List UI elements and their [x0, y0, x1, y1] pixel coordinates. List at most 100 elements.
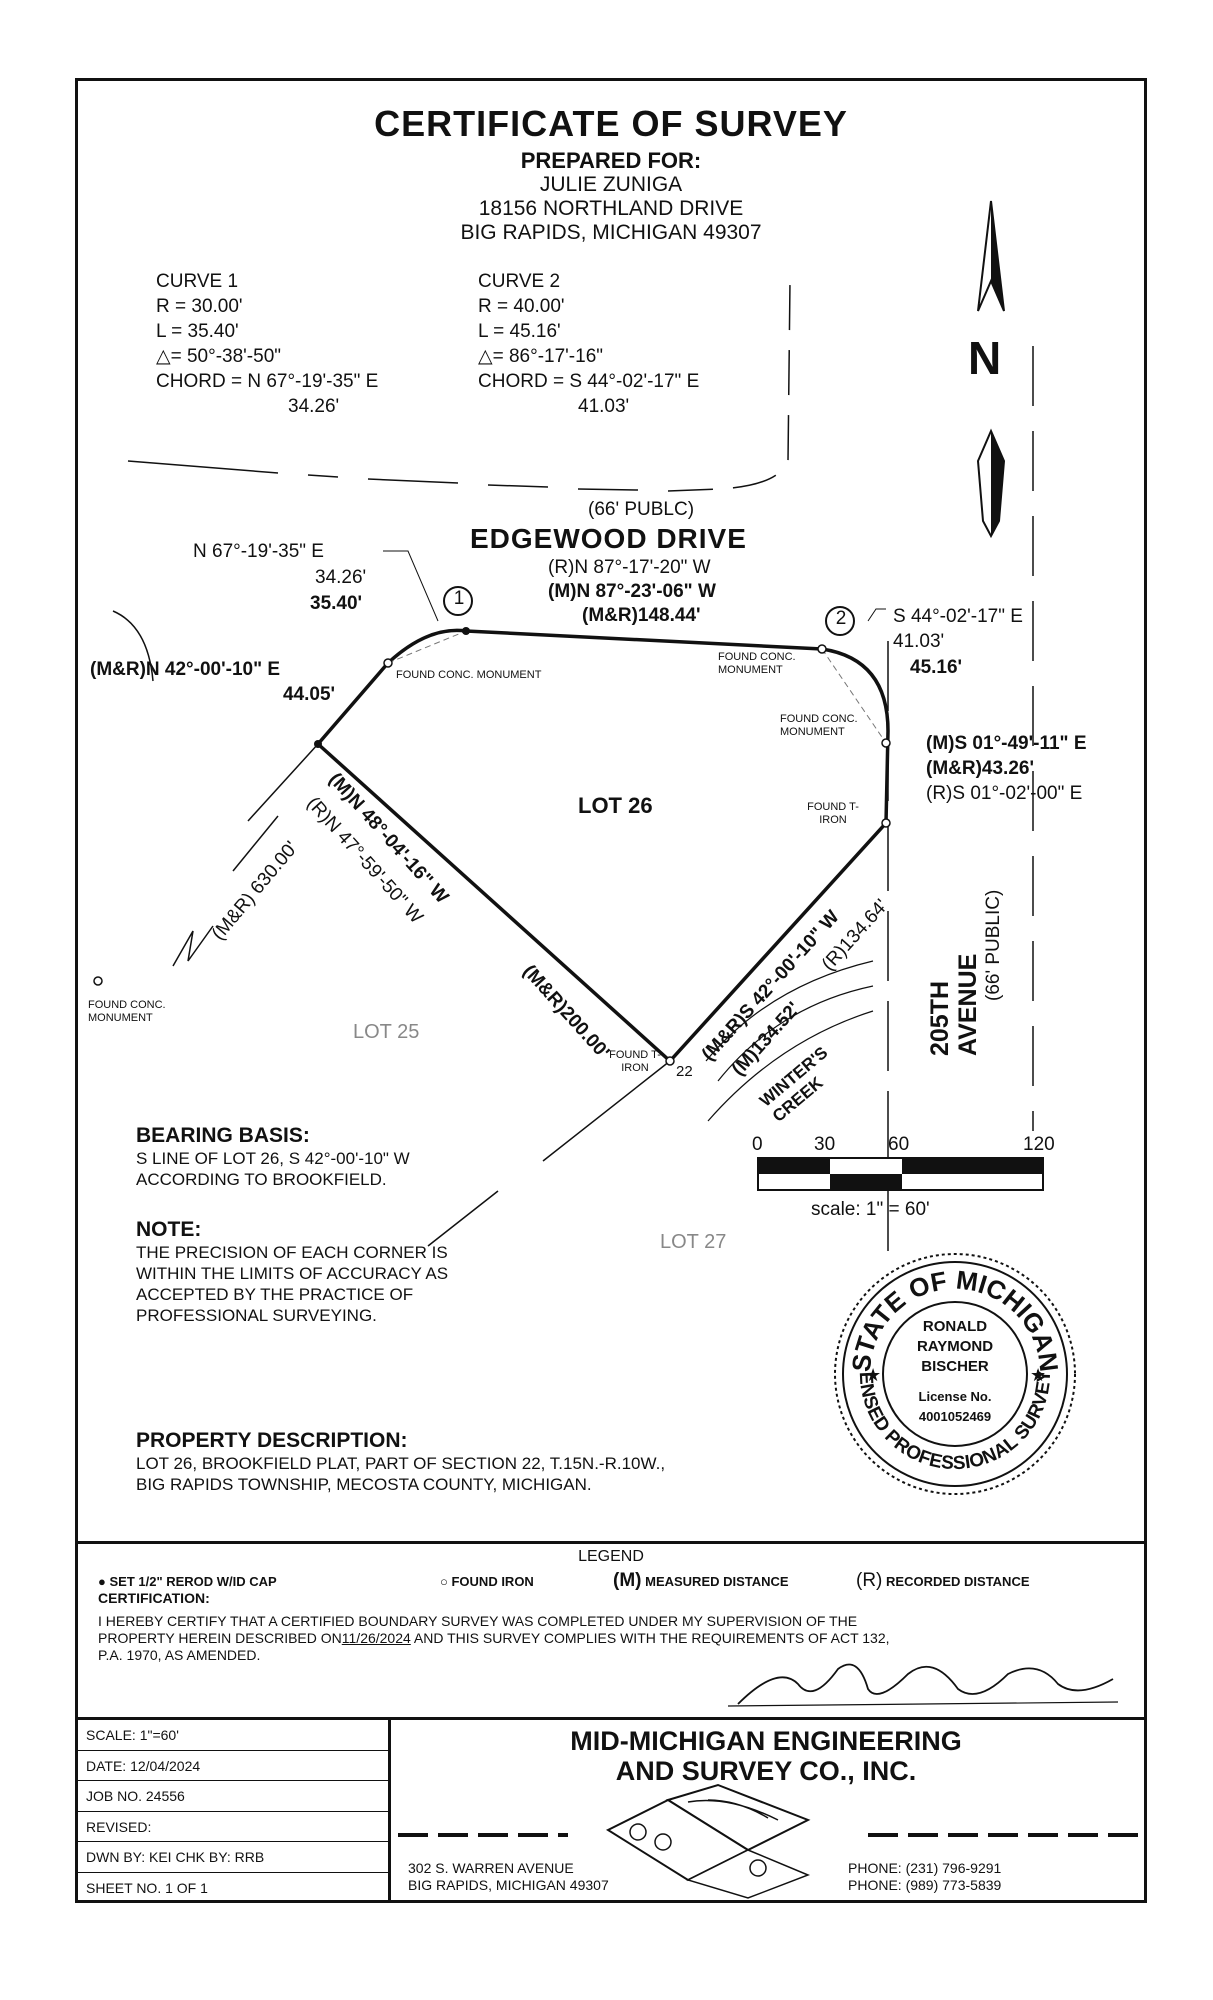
tb-revised: REVISED: — [78, 1812, 388, 1842]
client-address1: 18156 NORTHLAND DRIVE — [478, 197, 744, 220]
set-rod-icon: ● — [98, 1574, 106, 1589]
lot-25-line — [247, 743, 319, 822]
note: NOTE: THE PRECISION OF EACH CORNER IS WI… — [136, 1218, 448, 1326]
found-monument-label-2: FOUND CONC. MONUMENT — [718, 651, 796, 676]
curve1-delta: △= 50°-38'-50" — [156, 346, 282, 367]
cert-heading: CERTIFICATION: — [98, 1590, 210, 1606]
seal-center: RONALD RAYMOND BISCHER License No. 40010… — [885, 1317, 1025, 1427]
c2-chord-label: S 44°-02'-17" E — [893, 606, 1023, 627]
lot-25-label: LOT 25 — [353, 1021, 420, 1043]
curve1-chord: CHORD = N 67°-19'-35" E — [156, 371, 379, 392]
firm-logo — [398, 1783, 1138, 1899]
cert-line3: P.A. 1970, AS AMENDED. — [98, 1647, 261, 1663]
firm-address2: BIG RAPIDS, MICHIGAN 49307 — [408, 1877, 609, 1893]
plat-drawing — [93, 200, 1044, 1261]
legend-heading: LEGEND — [578, 1548, 644, 1565]
avenue-width: (66' PUBLIC) — [983, 889, 1004, 1001]
tb-job: JOB NO. 24556 — [78, 1781, 388, 1812]
c2-arc-length: 45.16' — [910, 657, 963, 678]
tb-drawn-checked: DWN BY: KEI CHK BY: RRB — [78, 1842, 388, 1873]
seal-license-label: License No. — [918, 1389, 992, 1404]
firm-line2: AND SURVEY CO., INC. — [615, 1756, 917, 1786]
firm-phones: PHONE: (231) 796-9291 PHONE: (989) 773-5… — [848, 1860, 1001, 1894]
found-tiron-label-2: FOUND T-IRON — [609, 1049, 661, 1074]
title-block: SCALE: 1"=60' DATE: 12/04/2024 JOB NO. 2… — [78, 1717, 1144, 1903]
curve1-chord-length: 34.26' — [288, 396, 340, 417]
legend-measured: (M) MEASURED DISTANCE — [613, 1570, 789, 1592]
client-address2: BIG RAPIDS, MICHIGAN 49307 — [460, 221, 762, 244]
north-line-measured: (M)N 87°-23'-06" W — [548, 581, 716, 602]
found-monument-label-1: FOUND CONC. MONUMENT — [396, 669, 542, 681]
curve1-length: L = 35.40' — [156, 321, 239, 342]
north-line-distance: (M&R)148.44' — [582, 605, 701, 626]
cert-text: I HEREBY CERTIFY THAT A CERTIFIED BOUNDA… — [98, 1613, 890, 1664]
bearing-basis-heading: BEARING BASIS: — [136, 1124, 310, 1147]
curve2-radius: R = 40.00' — [478, 296, 565, 317]
dimension-630-line — [232, 815, 279, 872]
lot-27-line — [427, 1060, 671, 1247]
property-line1: LOT 26, BROOKFIELD PLAT, PART OF SECTION… — [136, 1454, 666, 1473]
lot-26-label: LOT 26 — [578, 793, 653, 818]
scale-tick-30: 30 — [814, 1134, 836, 1155]
legend-m-symbol: (M) — [613, 1570, 642, 1591]
legend-m-text: MEASURED DISTANCE — [645, 1574, 789, 1589]
note-line4: PROFESSIONAL SURVEYING. — [136, 1306, 377, 1325]
cert-date: 11/26/2024 — [341, 1630, 411, 1646]
cert-line2b: AND THIS SURVEY COMPLIES WITH THE REQUIR… — [413, 1630, 890, 1646]
curve-1-table: CURVE 1 R = 30.00' L = 35.40' △= 50°-38'… — [156, 269, 378, 419]
north-arrow-tail-fill — [991, 431, 1004, 536]
curve1-marker — [443, 586, 473, 616]
street-corner-line — [667, 280, 791, 492]
cert-line2: PROPERTY HEREIN DESCRIBED ON11/26/2024 A… — [98, 1630, 890, 1647]
east-line-measured: (M)S 01°-49'-11" E — [926, 733, 1087, 754]
property-line2: BIG RAPIDS TOWNSHIP, MECOSTA COUNTY, MIC… — [136, 1475, 592, 1494]
avenue-label: 205TH AVENUE — [926, 954, 982, 1056]
found-monument-point-4 — [93, 976, 103, 986]
bearing-basis-line1: S LINE OF LOT 26, S 42°-00'-10" W — [136, 1149, 410, 1168]
c1-arc-length: 35.40' — [310, 593, 363, 614]
note-line3: ACCEPTED BY THE PRACTICE OF — [136, 1285, 414, 1304]
north-line-recorded: (R)N 87°-17'-20" W — [548, 557, 711, 578]
curve1-name: CURVE 1 — [156, 271, 239, 292]
set-rod-text: SET 1/2" REROD W/ID CAP — [109, 1574, 277, 1589]
bearing-basis: BEARING BASIS: S LINE OF LOT 26, S 42°-0… — [136, 1124, 410, 1190]
legend-certification: LEGEND ● SET 1/2" REROD W/ID CAP ○ FOUND… — [78, 1541, 1144, 1720]
found-tiron-point-2 — [665, 1056, 675, 1066]
found-monument-label-4: FOUND CONC. MONUMENT — [88, 999, 166, 1024]
curve1-radius: R = 30.00' — [156, 296, 243, 317]
west-bearing: (M&R)N 42°-00'-10" E — [90, 659, 281, 680]
note-line1: THE PRECISION OF EACH CORNER IS — [136, 1243, 448, 1262]
edgewood-drive-label: EDGEWOOD DRIVE — [470, 523, 747, 554]
c1-number: 1 — [453, 588, 465, 609]
title-block-info: SCALE: 1"=60' DATE: 12/04/2024 JOB NO. 2… — [78, 1720, 391, 1903]
firm-address: 302 S. WARREN AVENUE BIG RAPIDS, MICHIGA… — [408, 1860, 609, 1894]
seal-name3: BISCHER — [921, 1358, 989, 1375]
avenue-line2: AVENUE — [954, 953, 982, 1056]
seal-name1: RONALD — [922, 1318, 988, 1335]
lot-27-label: LOT 27 — [660, 1231, 727, 1253]
curve2-marker — [825, 606, 855, 636]
c2-number: 2 — [835, 608, 847, 629]
property-description: PROPERTY DESCRIPTION: LOT 26, BROOKFIELD… — [136, 1429, 665, 1495]
avenue-line1: 205TH — [926, 980, 954, 1056]
scale-tick-0: 0 — [752, 1134, 763, 1155]
found-monument-point-1 — [383, 658, 393, 668]
north-label: N — [968, 332, 1002, 384]
c1-chord-length: 34.26' — [315, 567, 367, 588]
curve2-delta: △= 86°-17'-16" — [478, 346, 604, 367]
curve-2-table: CURVE 2 R = 40.00' L = 45.16' △= 86°-17'… — [478, 269, 699, 419]
seal-license-number: 4001052469 — [918, 1409, 992, 1424]
found-monument-point-2 — [817, 644, 827, 654]
west-distance: 44.05' — [283, 684, 336, 705]
creek-lines — [705, 960, 874, 1122]
scale-bar — [757, 1157, 1044, 1191]
curve1-point — [462, 627, 470, 635]
found-iron-icon: ○ — [440, 1574, 448, 1589]
tb-date: DATE: 12/04/2024 — [78, 1751, 388, 1781]
firm-address1: 302 S. WARREN AVENUE — [408, 1860, 574, 1876]
legend-r-text: RECORDED DISTANCE — [886, 1574, 1030, 1589]
tb-scale: SCALE: 1"=60' — [78, 1720, 388, 1751]
lot-26-boundary — [315, 628, 890, 1064]
curve-chords — [387, 630, 887, 744]
prepared-heading: PREPARED FOR: — [520, 148, 702, 173]
